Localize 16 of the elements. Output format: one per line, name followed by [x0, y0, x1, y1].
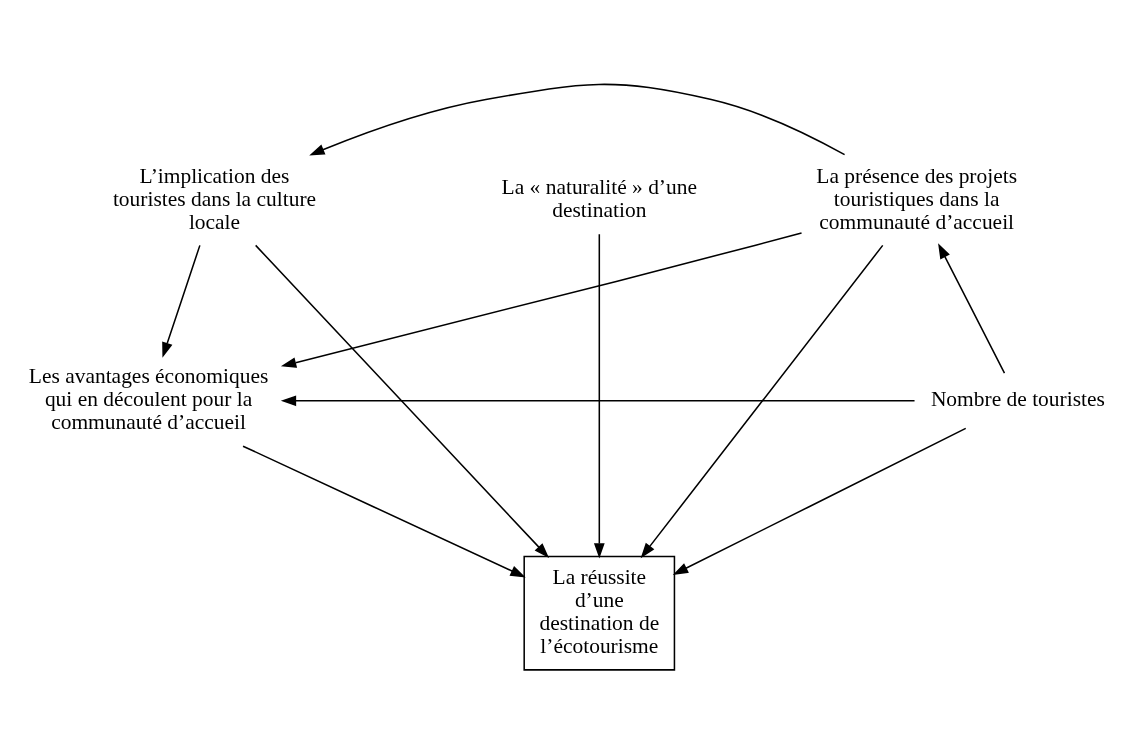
node-text: La présence des projets touristiques dans la communauté d’accueil [816, 163, 1018, 234]
arrow [280, 394, 916, 406]
arrow [938, 242, 1006, 374]
node-text: Les avantages économiques qui en découlent pour la communauté d’accueil [28, 363, 269, 434]
arrow [242, 444, 526, 577]
arrow [593, 233, 605, 558]
arrow [672, 427, 967, 575]
node-box: La réussite d’une destination de l’écotourisme [523, 555, 676, 671]
arrow [254, 244, 550, 558]
arrow [280, 231, 803, 368]
arrow [162, 244, 201, 358]
arrow [640, 244, 884, 558]
node-text: Nombre de touristes [930, 386, 1105, 411]
arrow [309, 83, 846, 155]
node-text: L’implication des touristes dans la culture locale [112, 163, 317, 234]
node-text: La « naturalité » d’une destination [501, 174, 698, 222]
